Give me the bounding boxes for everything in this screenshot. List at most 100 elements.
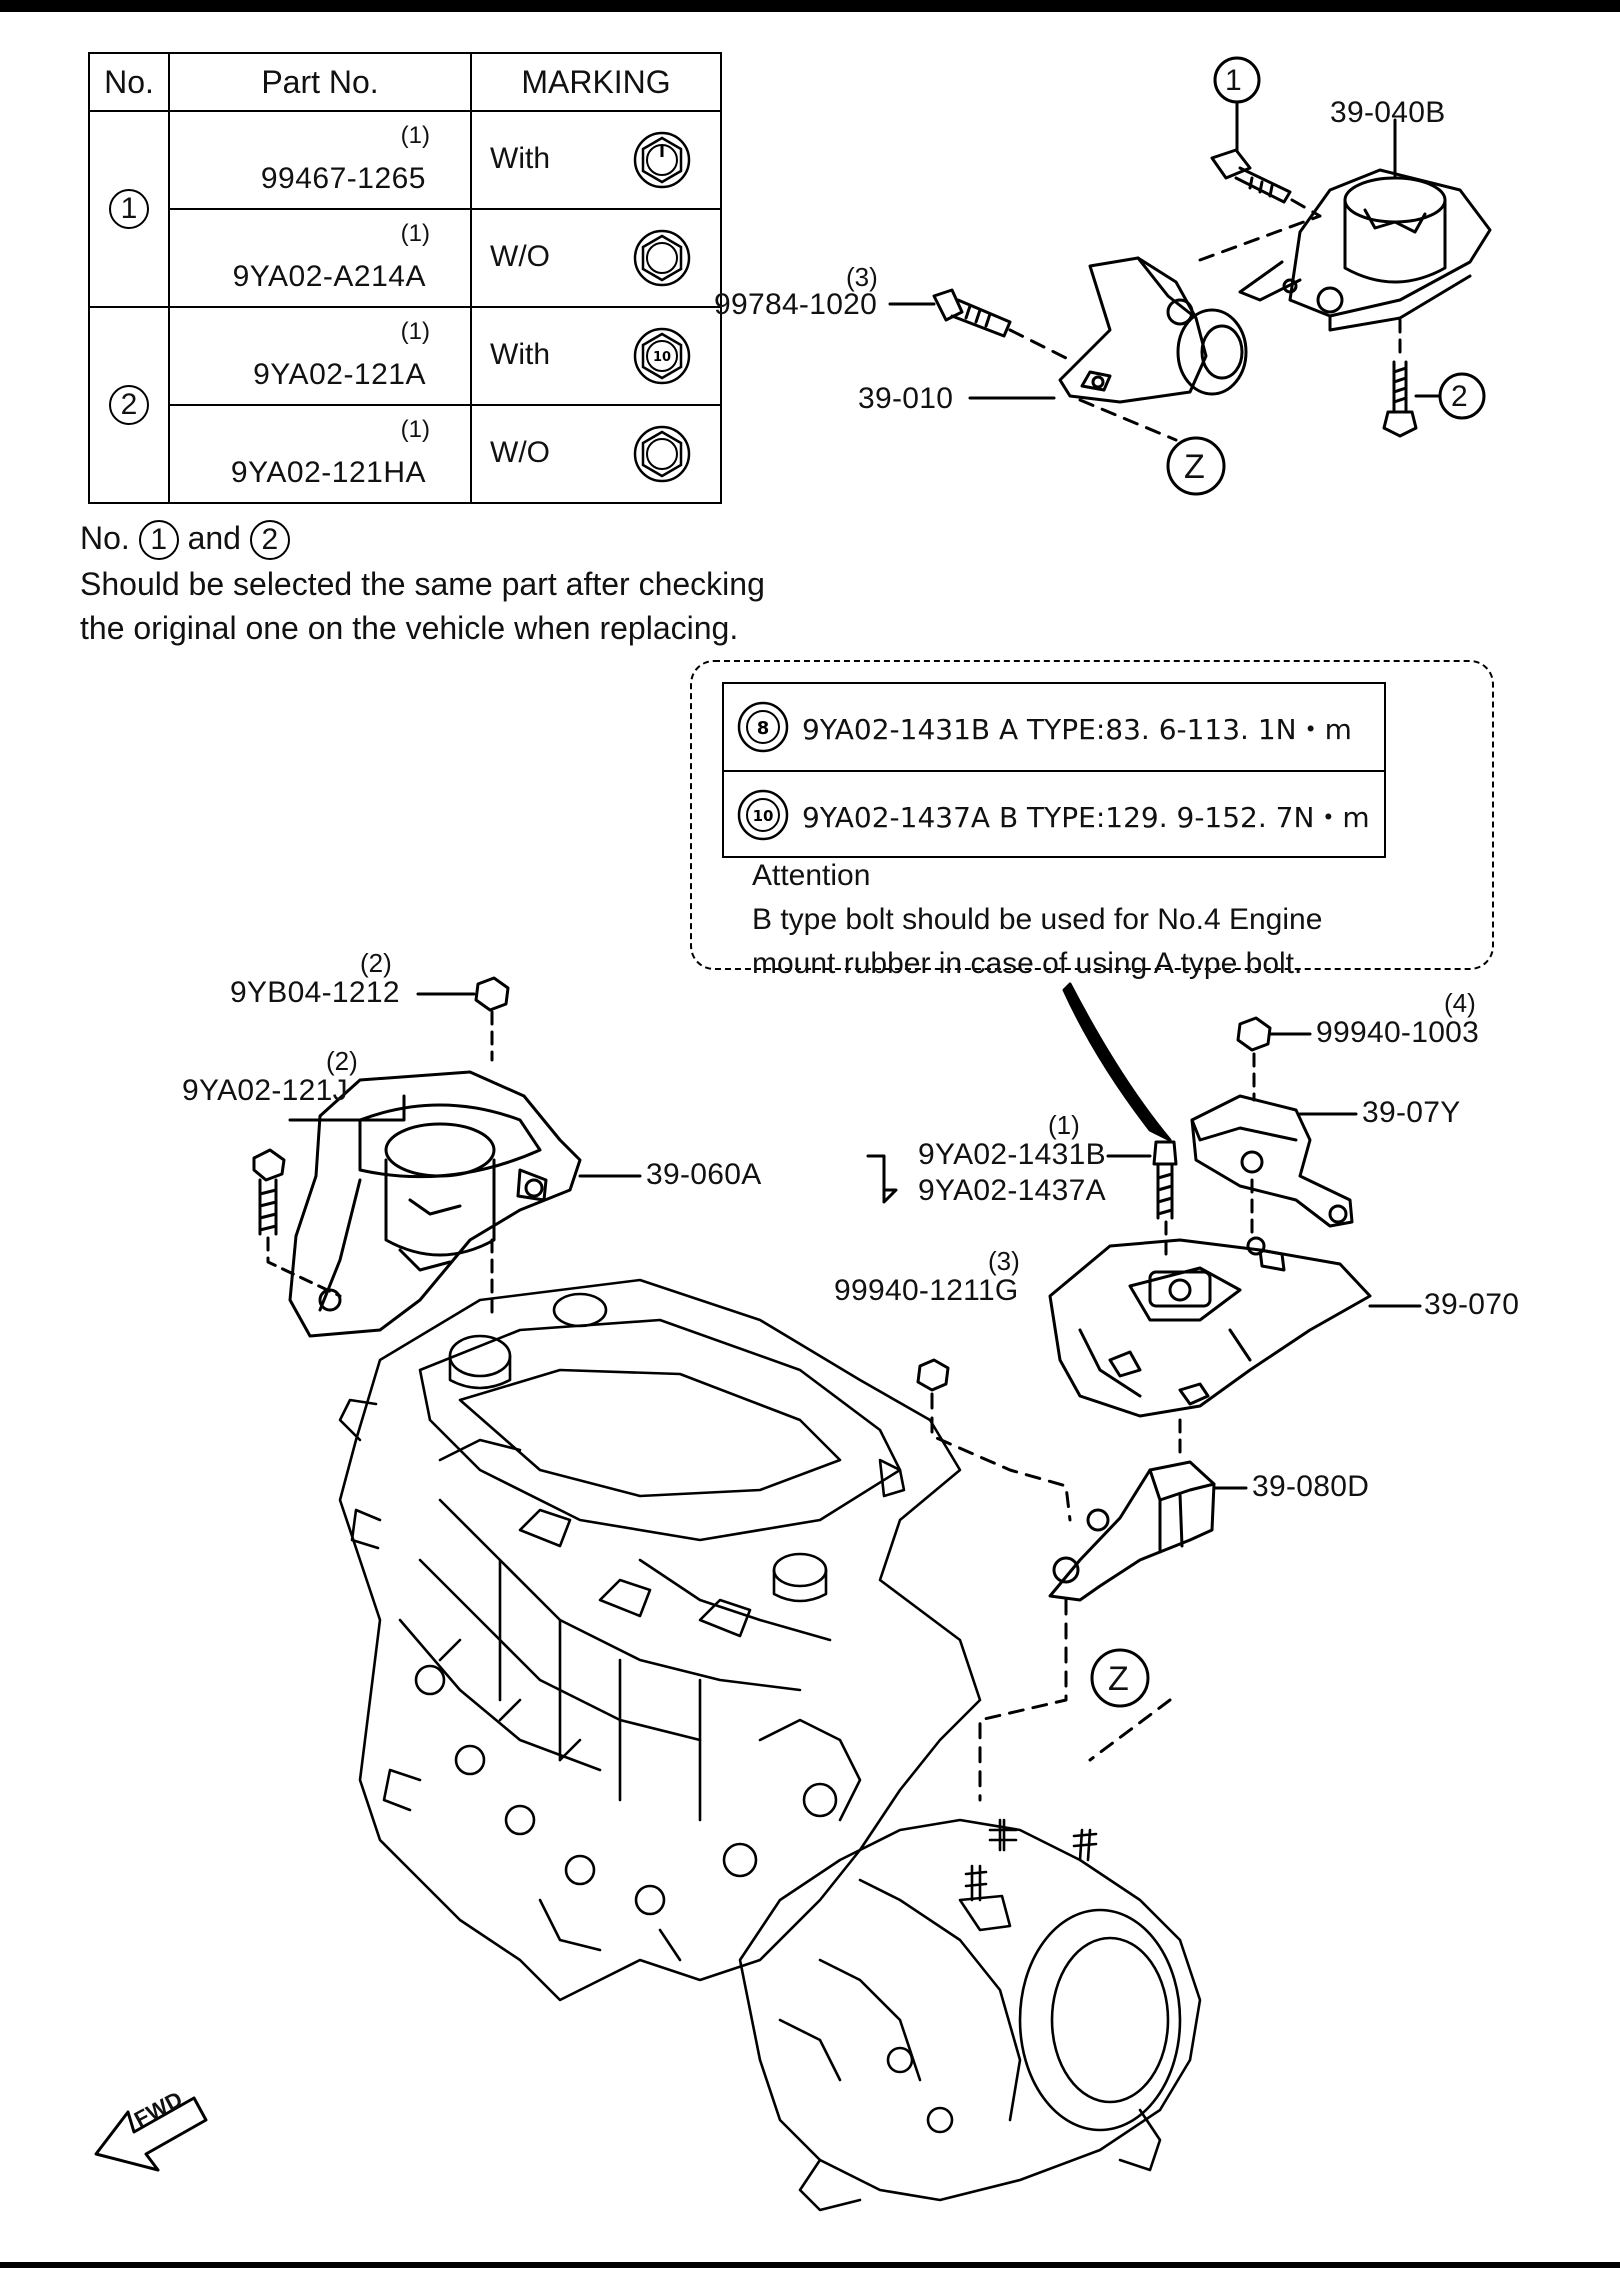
qty-99940-1211g: (3) <box>988 1246 1020 1276</box>
label-99784-1020: 99784-1020 <box>714 288 878 321</box>
group-no-cell: 1 <box>88 110 170 308</box>
label-39-040b: 39-040B <box>1330 96 1446 129</box>
part-number: 9YA02-A214A <box>232 260 426 293</box>
label-39-07y: 39-07Y <box>1362 1096 1461 1129</box>
z-link-dashed <box>1078 398 1178 442</box>
table-row: 2 (1) 9YA02-121A With 10 <box>88 306 722 504</box>
label-39-080d: 39-080D <box>1252 1470 1370 1503</box>
marking-label: With <box>490 142 550 175</box>
bracket-39-07y <box>1190 1094 1358 1228</box>
nut-99940-1003 <box>1236 1016 1312 1102</box>
table-row: (1) 9YA02-121HA W/O <box>89 404 722 504</box>
mount-39-070 <box>1048 1236 1422 1418</box>
leader-dashed <box>1198 198 1322 262</box>
qty-9ya02-121j: (2) <box>326 1046 358 1076</box>
torque-row-b: 10 9YA02-1437A B TYPE:129. 9-152. 7N・m <box>724 770 1384 858</box>
torque-callout: 8 9YA02-1431B A TYPE:83. 6-113. 1N・m 10 … <box>690 660 1494 980</box>
header-part-no: Part No. <box>168 52 472 112</box>
part-number: 99467-1265 <box>260 162 426 195</box>
marking-cell: W/O <box>470 404 722 504</box>
quantity: (1) <box>400 318 430 345</box>
part-no-cell: (1) 99467-1265 <box>168 110 472 210</box>
part-number: 9YA02-121A <box>253 358 426 391</box>
qty-99784: (3) <box>846 262 878 292</box>
label-39-060a: 39-060A <box>646 1158 762 1191</box>
table-row: 1 (1) 99467-1265 With <box>88 110 722 308</box>
label-99940-1211g: 99940-1211G <box>834 1274 1019 1307</box>
z-label-top: Z <box>1184 448 1206 486</box>
label-9ya02-1431b: 9YA02-1431B <box>918 1138 1106 1171</box>
group-number-2: 2 <box>109 385 149 425</box>
bolt-1-top <box>1210 56 1292 204</box>
top-rule <box>0 0 1620 12</box>
plain-nut-icon <box>633 229 691 287</box>
marking-cell: W/O <box>470 208 722 308</box>
engine-block <box>338 1278 982 2002</box>
label-39-070: 39-070 <box>1424 1288 1520 1321</box>
bolt-10-icon: 10 <box>737 789 789 841</box>
callout-pointer <box>1062 982 1172 1142</box>
part-number: 9YA02-121HA <box>230 456 426 489</box>
attention-title: Attention <box>752 859 871 892</box>
part-no-cell: (1) 9YA02-A214A <box>168 208 472 308</box>
nut-marking-text: 10 <box>653 350 671 365</box>
z-link-dashed <box>978 1598 1068 1802</box>
torque-spec-box: 8 9YA02-1431B A TYPE:83. 6-113. 1N・m 10 … <box>722 682 1386 858</box>
attention-line-1: B type bolt should be used for No.4 Engi… <box>752 903 1323 936</box>
note-line-2: Should be selected the same part after c… <box>80 566 765 602</box>
label-39-010: 39-010 <box>858 382 954 415</box>
marked-10-nut-icon: 10 <box>633 327 691 385</box>
parts-table: No. Part No. MARKING 1 (1) 99467-1265 Wi… <box>88 52 722 504</box>
label-9ya02-121j: 9YA02-121J <box>182 1074 348 1107</box>
group-number-1: 1 <box>109 189 149 229</box>
label-9yb04-1212: 9YB04-1212 <box>230 976 400 1009</box>
header-no: No. <box>88 52 170 112</box>
z-link-dashed <box>1088 1698 1172 1762</box>
transmission <box>738 1818 1202 2212</box>
item-number-2: 2 <box>1451 380 1468 413</box>
bolt-9ya02-1431b <box>866 1140 1178 1260</box>
plain-nut-icon <box>633 425 691 483</box>
marking-cell: With 10 <box>470 306 722 406</box>
qty-1431b: (1) <box>1048 1110 1080 1140</box>
note-line-3: the original one on the vehicle when rep… <box>80 610 739 646</box>
fwd-arrow-icon <box>94 2096 208 2172</box>
attention-line-2: mount rubber in case of using A type bol… <box>752 947 1303 980</box>
attention-note: Attention B type bolt should be used for… <box>752 854 1322 986</box>
z-marker-top <box>1166 436 1226 496</box>
bolt-badge-text: 10 <box>753 807 774 825</box>
z-marker-bottom <box>1090 1648 1150 1708</box>
table-row: (1) 9YA02-A214A W/O <box>89 208 722 308</box>
table-header-row: No. Part No. MARKING <box>88 52 722 112</box>
part-no-cell: (1) 9YA02-121HA <box>168 404 472 504</box>
note-number-2: 2 <box>249 520 290 560</box>
header-marking: MARKING <box>470 52 722 112</box>
marking-label: W/O <box>490 240 550 273</box>
bolt-badge-text: 8 <box>757 718 770 739</box>
marking-label: With <box>490 338 550 371</box>
quantity: (1) <box>400 220 430 247</box>
note-prefix: No. <box>80 520 130 556</box>
qty-99940-1003: (4) <box>1444 988 1476 1018</box>
part-no-cell: (1) 9YA02-121A <box>168 306 472 406</box>
marked-nut-icon <box>633 131 691 189</box>
quantity: (1) <box>400 122 430 149</box>
note-number-1: 1 <box>138 520 179 560</box>
qty-9yb04: (2) <box>360 948 392 978</box>
nut-9yb04-1212 <box>416 976 510 1062</box>
torque-spec-b: 9YA02-1437A B TYPE:129. 9-152. 7N・m <box>802 801 1370 834</box>
note-line-1: No. 1 and 2 <box>80 520 290 560</box>
quantity: (1) <box>400 416 430 443</box>
torque-row-a: 8 9YA02-1431B A TYPE:83. 6-113. 1N・m <box>724 684 1384 770</box>
bolt-99784-1020 <box>888 288 1072 362</box>
bolt-8-icon: 8 <box>737 701 789 753</box>
bolt-2-top <box>1382 318 1486 438</box>
mount-39-040b <box>1238 118 1492 332</box>
mount-39-060a <box>288 1070 642 1338</box>
item-number-1: 1 <box>1225 64 1242 97</box>
label-9ya02-1437a: 9YA02-1437A <box>918 1174 1106 1207</box>
note-and: and <box>187 520 241 556</box>
marking-cell: With <box>470 110 722 210</box>
z-label-bottom: Z <box>1108 1660 1130 1698</box>
